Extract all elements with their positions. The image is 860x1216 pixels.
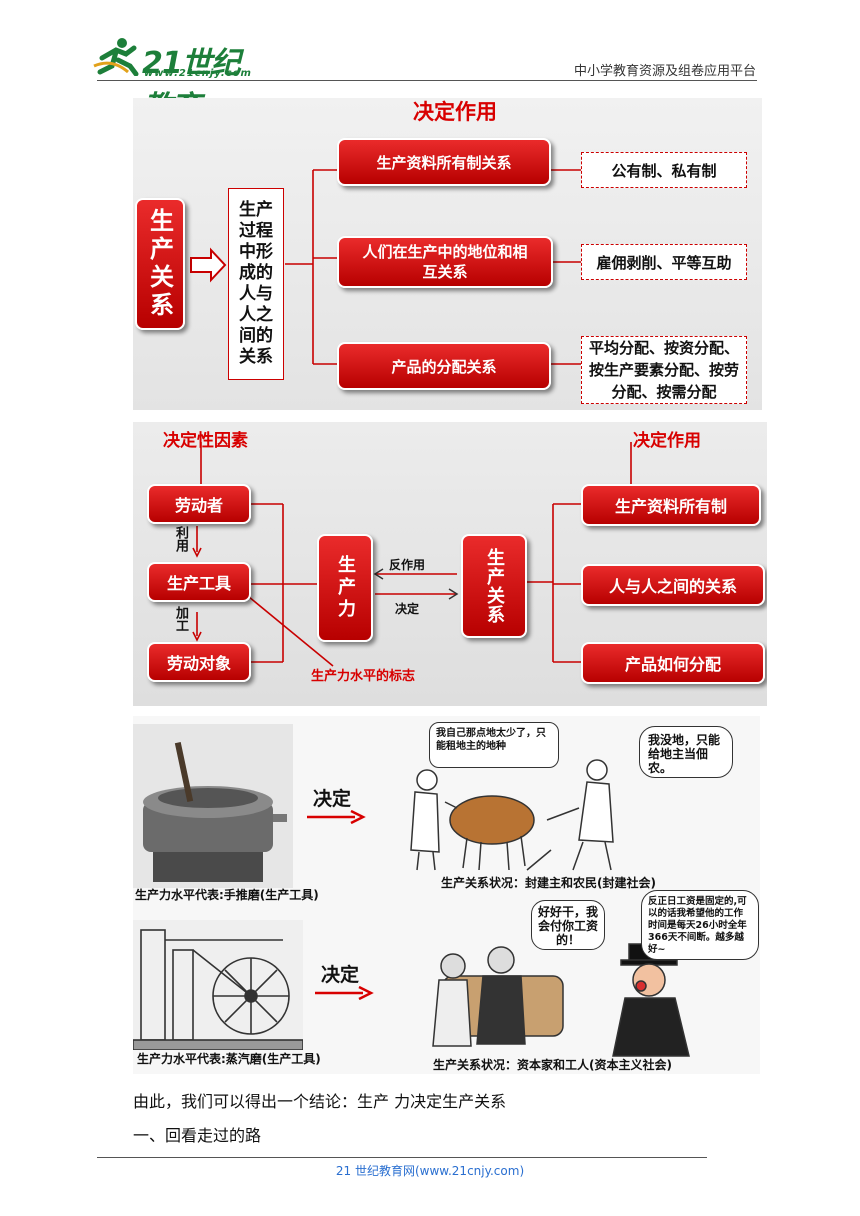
force-caption-row2: 生产力水平代表:蒸汽磨(生产工具)	[137, 1052, 321, 1066]
production-relations-box-2: 生产关系	[461, 534, 527, 638]
arrow-right-icon	[448, 588, 459, 600]
decide-label-row2: 决定	[321, 964, 360, 986]
footer-divider	[97, 1157, 707, 1158]
production-relations-box: 生产关系	[135, 198, 185, 330]
decide-label: 决定	[395, 602, 420, 616]
reaction-label: 反作用	[389, 558, 426, 572]
distribution-detail: 平均分配、按资分配、按生产要素分配、按劳分配、按需分配	[581, 336, 747, 404]
decisive-role-title-2: 决定作用	[633, 431, 701, 451]
speech-bubble-thought: 反正日工资是固定的,可以的话我希望他的工作时间是每天26小时全年366天不间断。…	[641, 890, 759, 960]
runner-logo-icon	[93, 38, 139, 76]
productive-force-box: 生产力	[317, 534, 373, 642]
steam-mill-illustration	[133, 920, 303, 1050]
decide-label-row1: 决定	[313, 788, 352, 810]
speech-bubble-tenant: 我自己那点地太少了，只能租地主的地种	[429, 722, 559, 768]
arrow-right-icon	[307, 810, 366, 824]
arrow-right-icon	[190, 247, 227, 283]
result-ownership: 生产资料所有制	[581, 484, 761, 526]
use-label: 利用	[173, 526, 188, 552]
arrow-down-icon	[192, 547, 202, 558]
conclusion-paragraph: 由此，我们可以得出一个结论：生产 力决定生产关系	[133, 1092, 507, 1111]
force-caption-row1: 生产力水平代表:手推磨(生产工具)	[135, 888, 319, 902]
result-distribution: 产品如何分配	[581, 642, 765, 684]
definition-box: 生产过程中形成的人与人之间的关系	[228, 188, 284, 380]
arrow-left-icon	[373, 568, 384, 580]
laborer-box: 劳动者	[147, 484, 251, 524]
arrow-down-icon	[192, 631, 202, 642]
relation-caption-row2: 生产关系状况：资本家和工人(资本主义社会)	[433, 1058, 672, 1072]
labor-object-box: 劳动对象	[147, 642, 251, 682]
branch-ownership: 生产资料所有制关系	[337, 138, 551, 186]
logo-url: www.21cnjy.com	[144, 68, 252, 79]
status-detail: 雇佣剥削、平等互助	[581, 244, 747, 280]
hand-mill-illustration	[133, 724, 293, 888]
footer-link[interactable]: 21 世纪教育网(www.21cnjy.com)	[335, 1164, 525, 1178]
capitalist-worker-illustration	[432, 943, 690, 1057]
speech-bubble-capitalist: 好好干，我会付你工资的！	[531, 900, 605, 950]
decisive-factors-title: 决定性因素	[163, 431, 248, 451]
branch-distribution: 产品的分配关系	[337, 342, 551, 390]
sign-note: 生产力水平的标志	[311, 669, 416, 684]
illustration-panel: 决定 我自己那点地太少了，只能租地主的地种 我没地，只能给地主当佃农。 生产力水…	[133, 716, 760, 1074]
section-heading: 一、回看走过的路	[133, 1126, 262, 1145]
header-divider	[97, 80, 757, 81]
productive-forces-diagram: 决定性因素 决定作用 劳动者 生产工具 劳动对象 利用 加工 生产力 生产关系 …	[133, 422, 767, 706]
diagram1-connectors	[190, 169, 581, 365]
branch-status: 人们在生产中的地位和相互关系	[337, 236, 553, 288]
definition-text: 生产过程中形成的人与人之间的关系	[239, 200, 273, 367]
decisive-role-title: 决定作用	[413, 100, 497, 124]
diagram2-connectors	[192, 442, 632, 667]
farmers-illustration	[410, 759, 614, 871]
relation-caption-row1: 生产关系状况：封建主和农民(封建社会)	[441, 876, 656, 890]
tools-box: 生产工具	[147, 562, 251, 602]
ownership-detail: 公有制、私有制	[581, 152, 747, 188]
process-label: 加工	[173, 606, 188, 632]
result-relations: 人与人之间的关系	[581, 564, 765, 606]
production-relations-diagram: 决定作用 生产关系 生产过程中形成的人与人之间的关系 生产资料所有制关系 人们在…	[133, 98, 762, 410]
platform-name: 中小学教育资源及组卷应用平台	[573, 64, 756, 79]
arrow-right-icon	[315, 986, 374, 1000]
speech-bubble-landless: 我没地，只能给地主当佃农。	[639, 726, 733, 778]
